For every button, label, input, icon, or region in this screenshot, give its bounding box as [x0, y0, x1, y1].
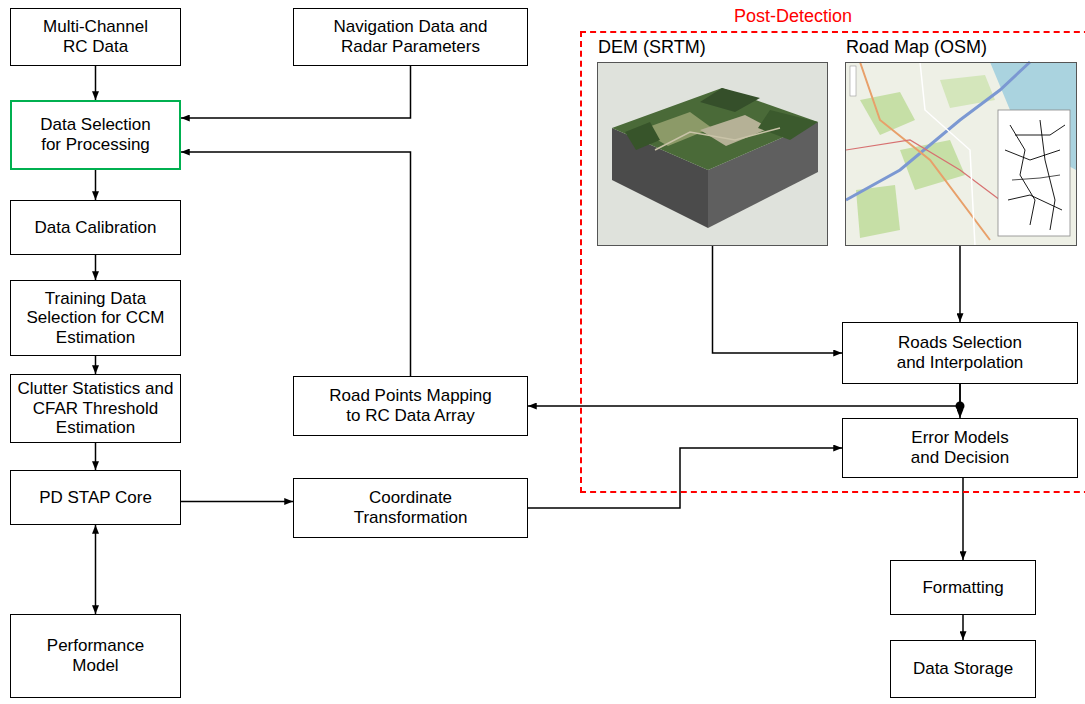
connector	[181, 501, 293, 503]
dem-illustration	[598, 62, 827, 246]
dem-panel: DEM (SRTM)	[597, 36, 828, 246]
dem-river	[655, 128, 780, 150]
map-forest	[856, 185, 900, 238]
connector	[95, 170, 97, 200]
box-label: Data Storage	[913, 659, 1013, 679]
model-box: Performance Model	[10, 614, 181, 698]
region-heading: Post-Detection	[732, 6, 854, 27]
process-box: Data Calibration	[10, 200, 181, 255]
connector	[181, 152, 411, 376]
process-box: Training Data Selection for CCM Estimati…	[10, 280, 181, 356]
map-forest	[860, 92, 915, 135]
connector	[962, 615, 964, 640]
connector	[95, 356, 97, 374]
process-box: Data Selection for Processing	[10, 100, 181, 170]
connector	[95, 255, 97, 280]
process-box: Clutter Statistics and CFAR Threshold Es…	[10, 374, 181, 443]
input-box: Multi-Channel RC Data	[10, 8, 181, 66]
box-label: Clutter Statistics and CFAR Threshold Es…	[15, 379, 176, 438]
inset-roads	[1005, 150, 1060, 160]
output-box: Data Storage	[890, 640, 1036, 698]
process-box: Roads Selection and Interpolation	[842, 322, 1078, 384]
box-label: Training Data Selection for CCM Estimati…	[15, 289, 176, 348]
process-box: Error Models and Decision	[842, 418, 1078, 478]
box-label: Navigation Data and Radar Parameters	[316, 17, 506, 56]
box-label: Road Points Mapping to RC Data Array	[323, 386, 498, 425]
post-detection-region: Post-DetectionDEM (SRTM)Road Map (OSM)Ro…	[580, 31, 1085, 493]
dem-ridge	[625, 122, 660, 150]
box-label: Performance Model	[36, 636, 156, 675]
dem-ridge	[700, 88, 760, 112]
map-road	[920, 62, 975, 246]
box-label: Data Calibration	[35, 218, 157, 238]
dem-top-face	[612, 88, 818, 170]
box-label: Data Selection for Processing	[31, 115, 161, 154]
dem-settlement	[700, 115, 770, 146]
map-road	[846, 140, 1000, 200]
panel-heading: Road Map (OSM)	[846, 37, 987, 58]
dem-ridge	[758, 110, 818, 140]
osm-illustration	[846, 62, 1076, 246]
inset-roads	[1015, 125, 1065, 135]
dem-background	[598, 62, 827, 246]
map-forest	[940, 75, 995, 108]
box-label: Multi-Channel RC Data	[36, 17, 156, 56]
image-frame	[845, 62, 1077, 246]
connector	[713, 246, 843, 353]
inset-roads	[1012, 175, 1060, 180]
process-box: Road Points Mapping to RC Data Array	[293, 376, 528, 436]
connector	[528, 384, 960, 406]
process-box: PD STAP Core	[10, 470, 181, 525]
box-label: Coordinate Transformation	[331, 488, 491, 527]
connector	[95, 66, 97, 100]
connector	[528, 448, 842, 508]
box-label: Roads Selection and Interpolation	[885, 333, 1035, 372]
map-zoom-control	[850, 66, 856, 96]
panel-heading: DEM (SRTM)	[598, 37, 706, 58]
connector	[95, 443, 97, 470]
process-box: Formatting	[890, 560, 1036, 615]
box-label: Formatting	[922, 578, 1003, 598]
connector	[959, 246, 961, 322]
input-box: Navigation Data and Radar Parameters	[293, 8, 528, 66]
inset-roads	[1040, 120, 1055, 230]
inset-roads	[1010, 125, 1035, 225]
connector	[962, 478, 964, 560]
junction-dot	[956, 402, 965, 411]
map-forest	[900, 140, 965, 190]
map-inset	[998, 110, 1070, 236]
map-background	[846, 62, 1076, 246]
box-label: PD STAP Core	[39, 488, 152, 508]
road-map-panel: Road Map (OSM)	[845, 36, 1077, 246]
inset-roads	[1008, 195, 1062, 210]
image-frame	[597, 62, 828, 246]
connector	[95, 525, 97, 614]
box-label: Error Models and Decision	[900, 428, 1020, 467]
connector	[181, 66, 411, 118]
process-box: Coordinate Transformation	[293, 478, 528, 538]
